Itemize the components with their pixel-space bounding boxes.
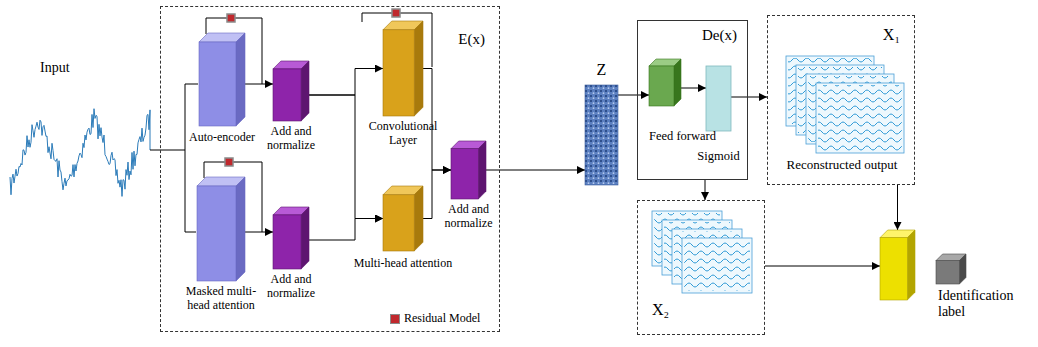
feature-group: X₂ xyxy=(637,200,765,335)
node-label: Add and normalize xyxy=(440,203,498,231)
node-label: Convolutional Layer xyxy=(363,120,443,148)
attention-block: Multi-head attention xyxy=(383,186,423,251)
wave-texture xyxy=(684,240,750,291)
input-label: Input xyxy=(40,60,70,76)
block-shape xyxy=(273,207,309,269)
residual-marker xyxy=(227,14,235,22)
input-wire xyxy=(185,84,198,85)
block-shape xyxy=(649,59,681,106)
input-signal xyxy=(10,109,150,197)
connector-arrow xyxy=(618,95,649,96)
input-wire xyxy=(185,232,196,233)
residual-marker xyxy=(392,9,400,17)
add-normalize-block: Add and normalize xyxy=(451,141,486,199)
block-shape xyxy=(197,177,245,281)
legend-swatch xyxy=(390,314,400,324)
node-label: Feed forward xyxy=(649,129,716,143)
node-label: E(x) xyxy=(458,31,485,48)
feature-sheet xyxy=(682,238,752,293)
block-shape xyxy=(880,230,915,300)
encoder-group: E(x)Auto-encoderAdd and normalizeMasked … xyxy=(160,6,500,332)
connector-arrow xyxy=(897,185,898,230)
feed-forward-block: Feed forward xyxy=(649,59,681,106)
node-label: Reconstructed output xyxy=(787,158,898,173)
connector-arrow xyxy=(309,69,383,96)
feature-sheet xyxy=(816,83,904,153)
connector-arrow xyxy=(423,170,451,219)
connector-arrow xyxy=(309,219,383,241)
node-shape xyxy=(451,141,486,199)
node-shape xyxy=(585,85,618,185)
residual-marker xyxy=(225,158,233,166)
block-shape xyxy=(199,33,245,126)
node-shape xyxy=(649,59,681,106)
decoder-group: De(x)Feed forwardSigmoid xyxy=(637,20,748,180)
add-normalize-block: Add and normalize xyxy=(273,207,309,269)
node-label: X₁ xyxy=(883,26,900,44)
node-shape xyxy=(273,61,309,121)
node-label: Z xyxy=(597,61,607,79)
block-shape xyxy=(936,254,966,284)
node-label: De(x) xyxy=(702,27,737,44)
connector-arrow xyxy=(245,232,273,233)
node-label: Multi-head attention xyxy=(354,257,452,271)
input-wires xyxy=(150,84,198,232)
node-label: Masked multi-head attention xyxy=(175,285,267,313)
sigmoid-block: Sigmoid xyxy=(706,66,731,131)
latent-vector: Z xyxy=(585,85,618,185)
node-label: Add and normalize xyxy=(262,125,320,153)
block-shape xyxy=(383,186,423,251)
connector-arrow xyxy=(681,88,706,89)
block-shape xyxy=(383,21,423,116)
connector-arrow xyxy=(486,170,585,171)
node-label: Add and normalize xyxy=(262,273,320,301)
legend-text: Residual Model xyxy=(404,311,480,326)
add-normalize-block: Add and normalize xyxy=(273,61,309,121)
node-shape xyxy=(199,33,245,126)
node-shape xyxy=(197,177,245,281)
autoencoder-block: Auto-encoder xyxy=(199,33,245,126)
masked-attention-block: Masked multi-head attention xyxy=(197,177,245,281)
classifier-block: Identification label xyxy=(880,230,915,300)
node-shape xyxy=(383,186,423,251)
connector-arrow xyxy=(309,95,383,219)
reconstruction-group: X₁ Reconstructed output xyxy=(767,15,915,185)
input-wire xyxy=(185,84,186,232)
input-wire xyxy=(150,150,185,151)
node-label: X₂ xyxy=(652,301,669,319)
convolution-block: Convolutional Layer xyxy=(383,21,423,116)
block-shape xyxy=(451,141,486,199)
node-label: Identification label xyxy=(938,288,1030,320)
node-shape xyxy=(706,66,731,131)
connector-arrow xyxy=(731,97,767,98)
node-label: Sigmoid xyxy=(697,149,739,163)
connector-arrow xyxy=(705,180,706,200)
connector-arrow xyxy=(765,266,880,267)
node-shape xyxy=(880,230,915,300)
node-label: Auto-encoder xyxy=(189,131,255,145)
node-shape xyxy=(273,207,309,269)
connector-arrow xyxy=(245,84,273,85)
block-shape xyxy=(273,61,309,121)
wave-texture xyxy=(818,85,902,151)
legend-item: Residual Model xyxy=(390,311,480,326)
node-shape xyxy=(383,21,423,116)
signal-trace xyxy=(10,109,150,197)
